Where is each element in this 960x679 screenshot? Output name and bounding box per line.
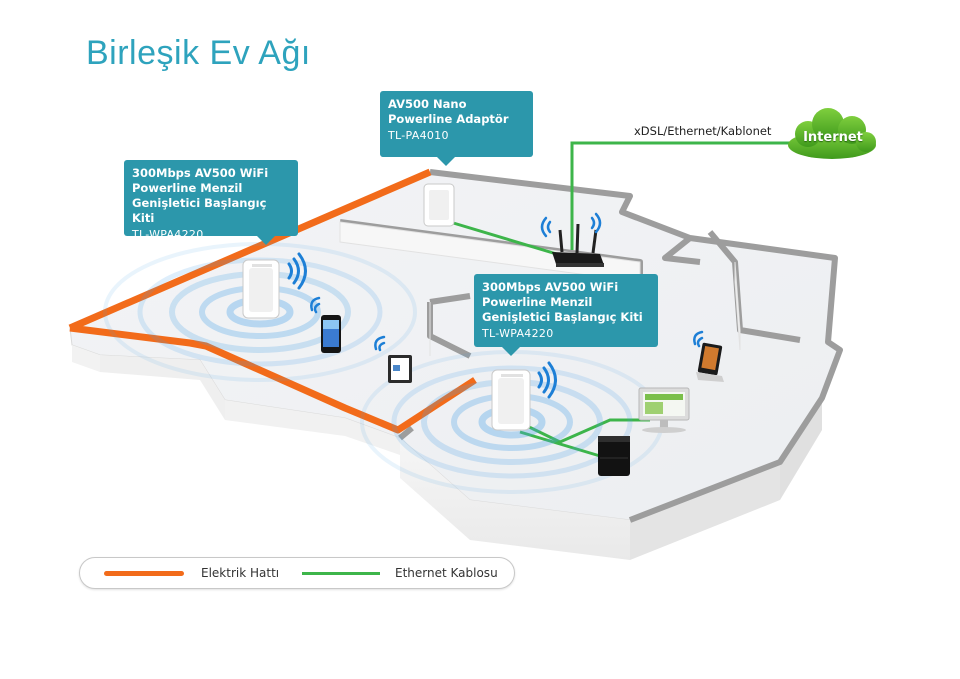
power-line-legend-label: Elektrik Hattı bbox=[201, 566, 280, 580]
callout-wifi-extender-2: 300Mbps AV500 WiFi Powerline Menzil Geni… bbox=[474, 274, 658, 356]
wifi-signal-icon bbox=[287, 252, 307, 290]
callout-wifi-extender-1: 300Mbps AV500 WiFi Powerline Menzil Geni… bbox=[124, 160, 298, 245]
wifi-extender-icon bbox=[242, 259, 280, 319]
desktop-computer-icon bbox=[638, 387, 690, 433]
desktop-wifi-signal-icon bbox=[693, 330, 704, 348]
ethernet-cable-pc bbox=[524, 418, 650, 444]
wifi-signal-icon-2 bbox=[537, 361, 557, 399]
callout-product-name: 300Mbps AV500 WiFi Powerline Menzil Geni… bbox=[132, 166, 269, 225]
game-console-icon bbox=[598, 436, 630, 476]
callout-model: TL-PA4010 bbox=[388, 129, 449, 142]
callout-product-name: 300Mbps AV500 WiFi Powerline Menzil Geni… bbox=[482, 280, 643, 324]
callout-model: TL-WPA4220 bbox=[482, 327, 554, 340]
powerline-adapter-icon bbox=[423, 183, 455, 227]
power-line-lower bbox=[69, 324, 477, 434]
router-wifi-signal-icon bbox=[540, 212, 602, 238]
callout-product-name: AV500 Nano Powerline Adaptör bbox=[388, 97, 509, 126]
smartphone-icon bbox=[321, 315, 341, 353]
wifi-extender-icon-2 bbox=[491, 369, 531, 431]
ethernet-cable-console bbox=[519, 430, 601, 458]
smartphone-dock-icon bbox=[696, 342, 724, 382]
power-line-swatch bbox=[104, 571, 184, 576]
power-line bbox=[68, 168, 432, 332]
internet-cloud-icon bbox=[788, 108, 876, 159]
ethernet-legend-label: Ethernet Kablosu bbox=[395, 566, 498, 580]
connection-type-label: xDSL/Ethernet/Kablonet bbox=[634, 124, 772, 138]
callout-model: TL-WPA4220 bbox=[132, 228, 204, 241]
internet-label: Internet bbox=[803, 130, 863, 145]
router-icon bbox=[552, 223, 604, 267]
phone-wifi-signal-icon bbox=[310, 296, 321, 314]
tablet-icon bbox=[388, 355, 412, 383]
callout-nano-adapter: AV500 Nano Powerline Adaptör TL-PA4010 bbox=[380, 91, 533, 166]
legend: Elektrik Hattı Ethernet Kablosu bbox=[79, 557, 515, 589]
page-title: Birleşik Ev Ağı bbox=[86, 34, 311, 72]
ethernet-cable-internet bbox=[570, 141, 792, 250]
ethernet-swatch bbox=[302, 572, 380, 575]
ethernet-cable-adapter bbox=[449, 220, 561, 257]
tablet-wifi-signal-icon bbox=[374, 335, 386, 352]
